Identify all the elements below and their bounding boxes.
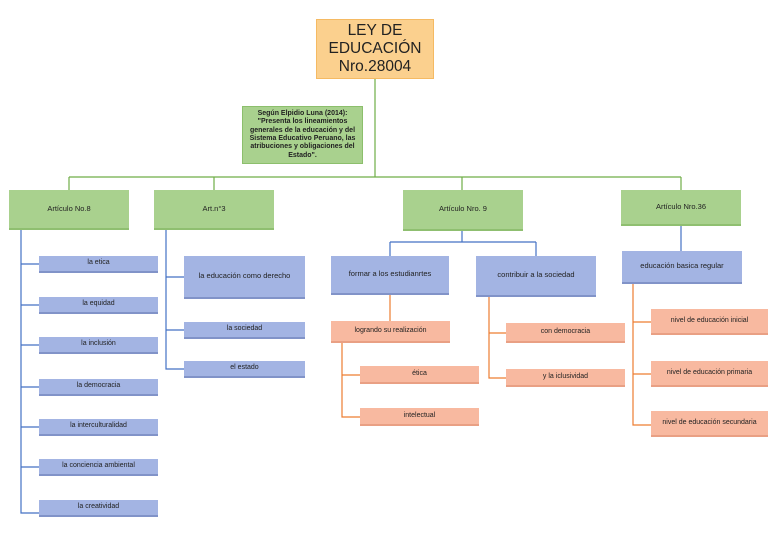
art8-item-interculturalidad: la interculturalidad xyxy=(39,419,158,436)
branch2-item-democracia: con democracia xyxy=(506,323,625,343)
art8-item-democracia: la democracia xyxy=(39,379,158,396)
art8-item-etica: la etica xyxy=(39,256,158,273)
quote-line: atribuciones y obligaciones del xyxy=(250,143,355,151)
law-title-line: EDUCACIÓN xyxy=(328,39,422,57)
art9-branch-contribuir: contribuir a la sociedad xyxy=(476,256,596,297)
orange-connectors xyxy=(341,284,651,426)
art8-tree-line xyxy=(20,230,39,514)
green-connectors xyxy=(68,79,682,190)
art36-item-primaria: nivel de educación primaria xyxy=(651,361,768,387)
art3-tree-line xyxy=(165,230,184,370)
quote-line: Según Elpidio Luna (2014): xyxy=(257,109,348,117)
law-title-line: Nro.28004 xyxy=(338,58,412,76)
art3-item-sociedad: la sociedad xyxy=(184,322,305,339)
art3-item-estado: el estado xyxy=(184,361,305,378)
quote-line: Estado". xyxy=(288,151,317,159)
art36-item-inicial: nivel de educación inicial xyxy=(651,309,768,335)
branch1-item-intelectual: intelectual xyxy=(360,408,479,426)
art8-item-equidad: la equidad xyxy=(39,297,158,314)
art8-item-creatividad: la creatividad xyxy=(39,500,158,517)
quote-line: "Presenta los lineamientos xyxy=(257,118,348,126)
art36-sub-ebr: educación basica regular xyxy=(622,251,742,284)
art3-item-derecho: la educación como derecho xyxy=(184,256,305,299)
branch2-item-inclusividad: y la iclusividad xyxy=(506,369,625,387)
blue-connectors xyxy=(20,226,682,514)
article-3-box: Art.n°3 xyxy=(154,190,274,230)
art36-item-secundaria: nivel de educación secundaria xyxy=(651,411,768,437)
branch1-item-etica: ética xyxy=(360,366,479,384)
law-title-line: LEY DE xyxy=(347,21,403,39)
quote-line: Sistema Educativo Peruano, las xyxy=(249,135,356,142)
article-8-box: Artículo No.8 xyxy=(9,190,129,230)
law-title-box: LEY DE EDUCACIÓN Nro.28004 xyxy=(316,19,434,79)
art36-tree-line xyxy=(632,284,651,426)
branch2-tree-line xyxy=(488,297,506,379)
quote-line: generales de la educación y del xyxy=(249,126,356,134)
branch1-tree-line xyxy=(341,343,360,418)
art8-item-conciencia-ambiental: la conciencia ambiental xyxy=(39,459,158,476)
quote-box: Según Elpidio Luna (2014): "Presenta los… xyxy=(242,106,363,164)
art9-branch-formar: formar a los estudianrtes xyxy=(331,256,449,295)
art8-item-inclusion: la inclusión xyxy=(39,337,158,354)
branch1-sub-realizacion: logrando su realización xyxy=(331,321,450,343)
article-36-box: Artículo Nro.36 xyxy=(621,190,741,226)
article-9-box: Artículo Nro. 9 xyxy=(403,190,523,231)
